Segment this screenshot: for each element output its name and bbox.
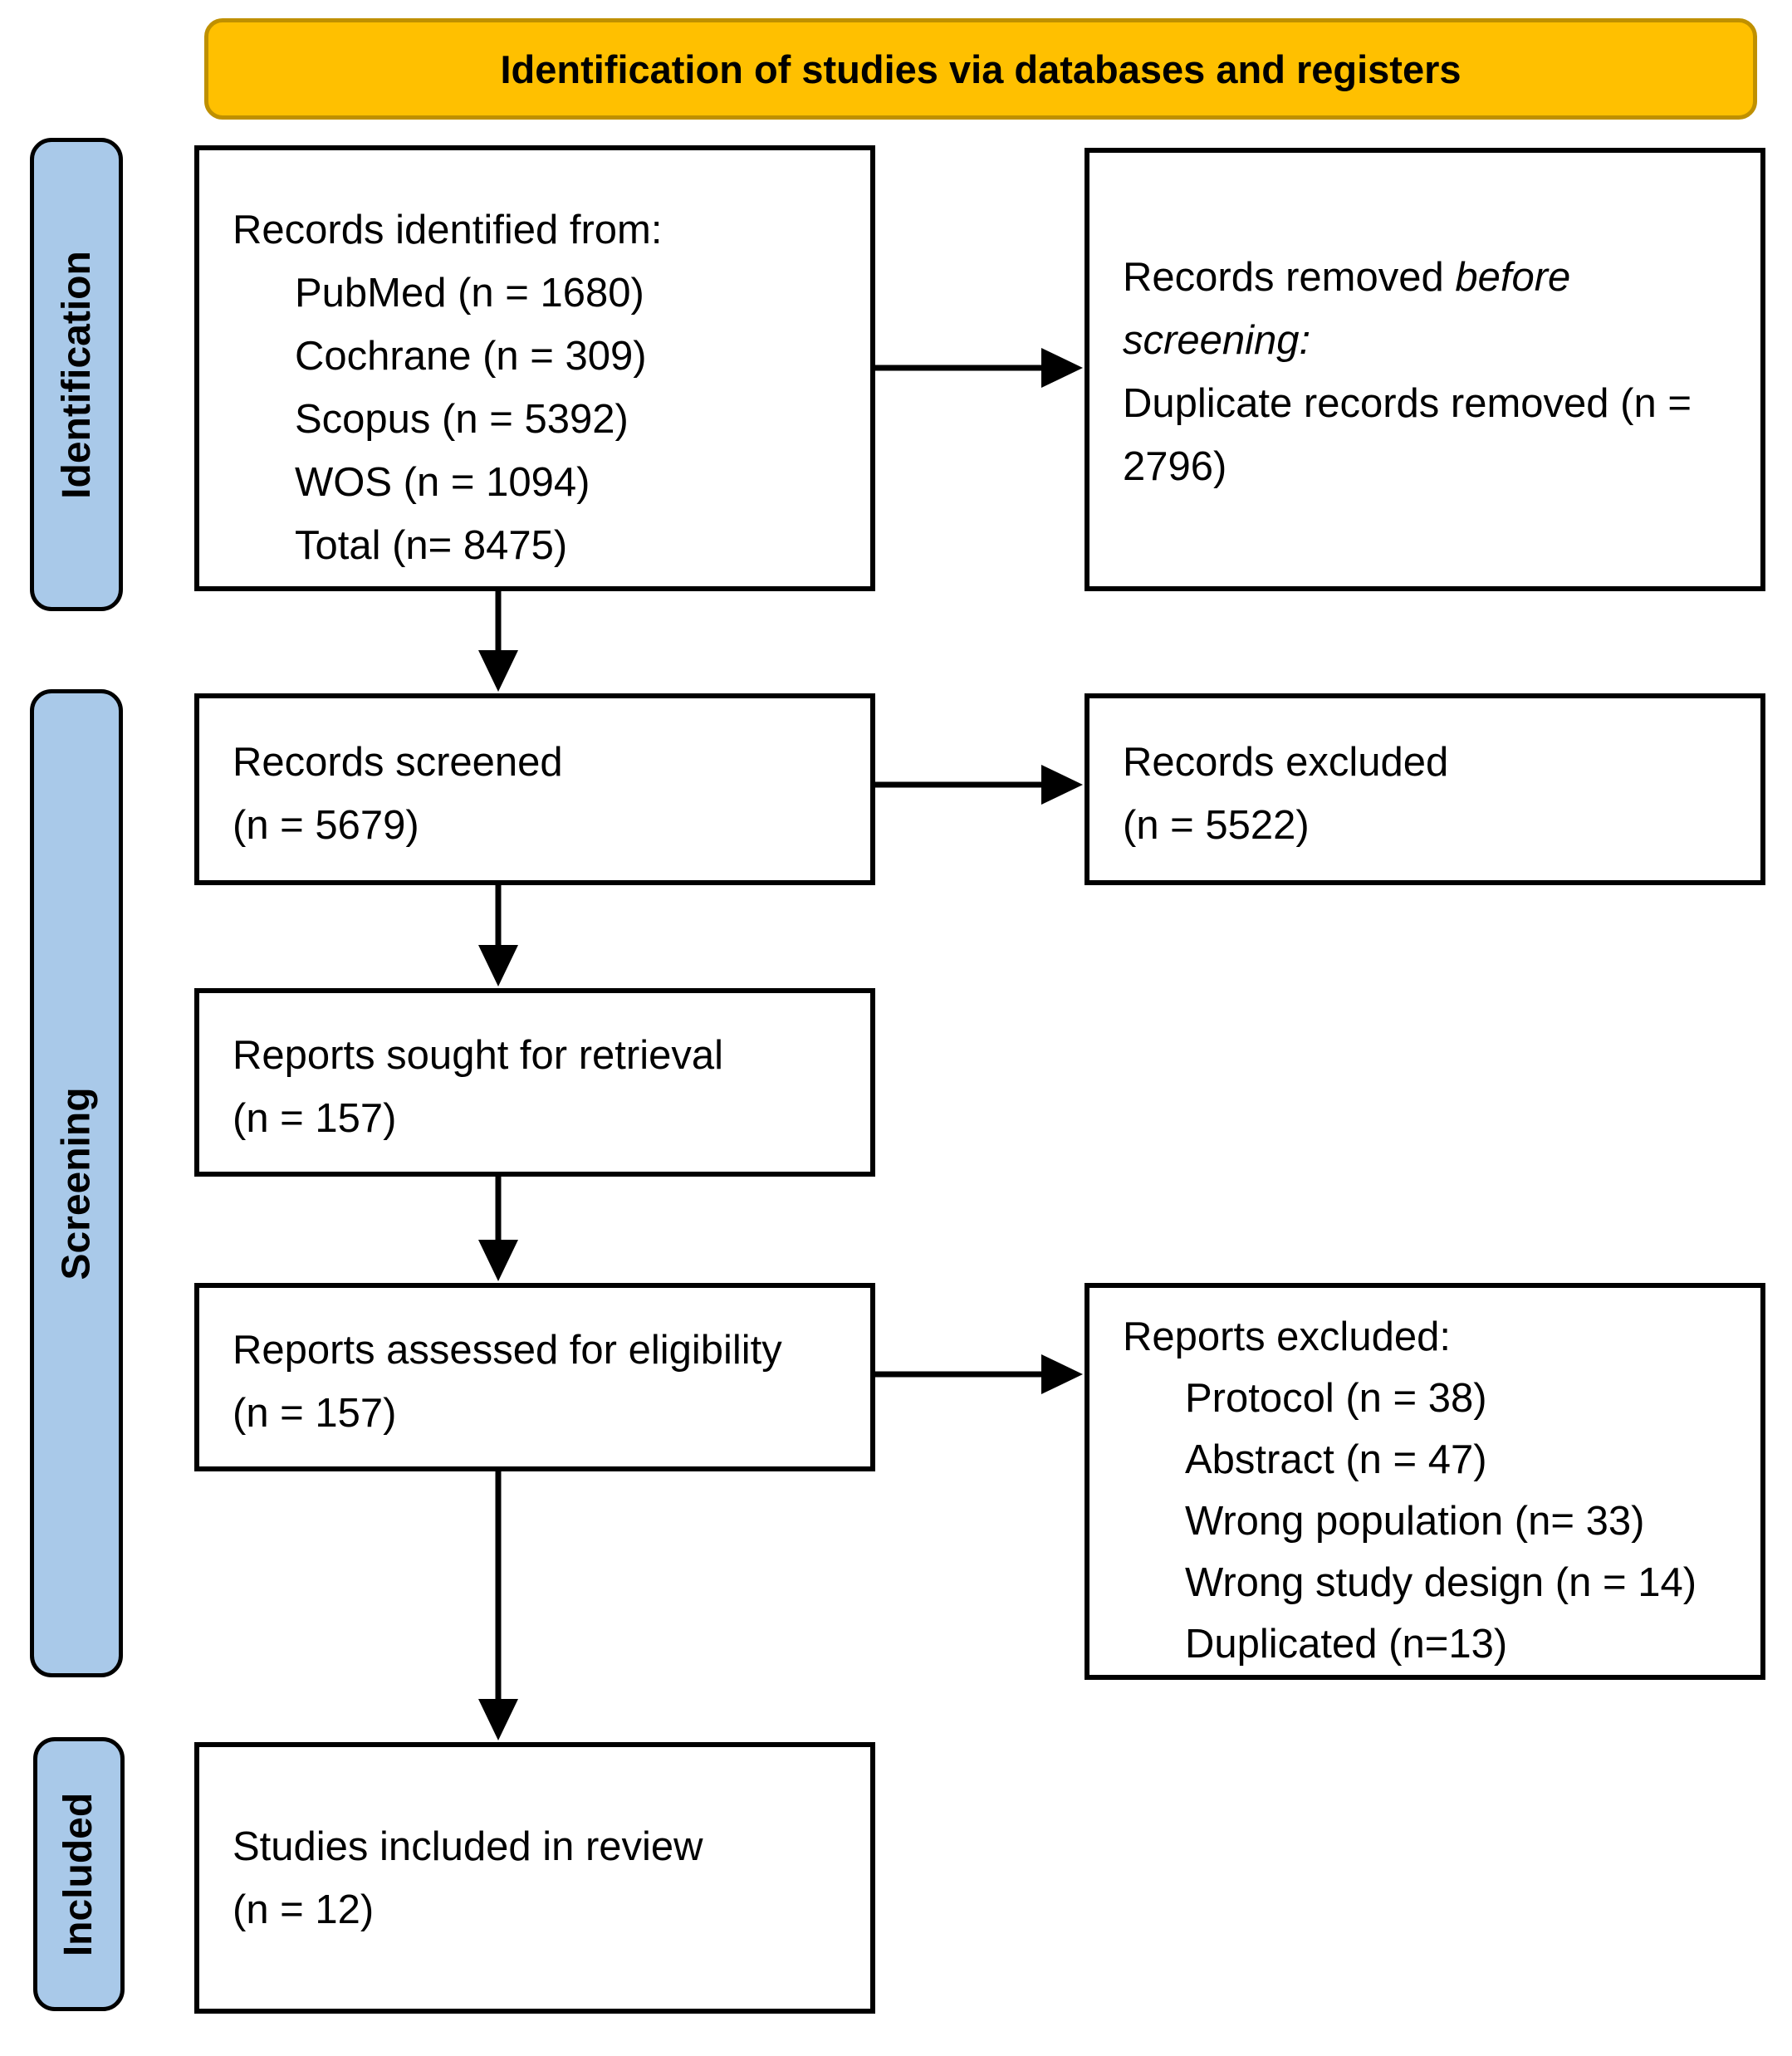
stage-identification-text: Identification: [54, 250, 99, 499]
arrow-down-icon: [478, 1471, 518, 1740]
box-studies-included: Studies included in review (n = 12): [194, 1742, 875, 2014]
studies-included-line2: (n = 12): [233, 1887, 375, 1932]
records-identified-item: PubMed (n = 1680): [295, 271, 644, 316]
banner-identification-via-databases: Identification of studies via databases …: [204, 18, 1757, 120]
stage-included-text: Included: [56, 1792, 101, 1956]
records-screened-line2: (n = 5679): [233, 802, 419, 848]
records-excluded-line2: (n = 5522): [1123, 802, 1310, 848]
reports-excluded-heading: Reports excluded:: [1123, 1314, 1451, 1359]
arrow-down-icon: [478, 1177, 518, 1281]
box-records-identified: Records identified from: PubMed (n = 168…: [194, 145, 875, 591]
box-records-removed-before-screening: Records removed before screening: Duplic…: [1085, 148, 1765, 591]
records-identified-heading: Records identified from:: [233, 208, 663, 252]
reports-excluded-item: Protocol (n = 38): [1185, 1376, 1487, 1421]
arrow-right-icon: [875, 765, 1083, 805]
stage-screening-text: Screening: [54, 1086, 99, 1280]
records-removed-detail: Duplicate records removed (n = 2796): [1123, 381, 1692, 489]
records-screened-line1: Records screened: [233, 739, 563, 785]
records-removed-text: Records removed before screening:: [1123, 246, 1717, 372]
reports-excluded-item: Wrong population (n= 33): [1185, 1499, 1645, 1544]
arrow-down-icon: [478, 591, 518, 692]
records-identified-item: Total (n= 8475): [295, 523, 568, 568]
reports-sought-line1: Reports sought for retrieval: [233, 1032, 723, 1078]
box-reports-sought: Reports sought for retrieval (n = 157): [194, 988, 875, 1177]
stage-label-included: Included: [33, 1737, 125, 2011]
arrow-down-icon: [478, 885, 518, 986]
reports-excluded-item: Duplicated (n=13): [1185, 1622, 1508, 1667]
records-identified-item: Cochrane (n = 309): [295, 334, 647, 379]
reports-excluded-item: Wrong study design (n = 14): [1185, 1560, 1697, 1605]
reports-excluded-item: Abstract (n = 47): [1185, 1437, 1487, 1482]
reports-assessed-line1: Reports assessed for eligibility: [233, 1327, 782, 1373]
reports-assessed-line2: (n = 157): [233, 1390, 397, 1436]
studies-included-line1: Studies included in review: [233, 1824, 703, 1869]
arrow-right-icon: [875, 348, 1083, 388]
records-excluded-line1: Records excluded: [1123, 739, 1449, 785]
records-removed-italic: before screening:: [1123, 255, 1571, 363]
reports-sought-line2: (n = 157): [233, 1095, 397, 1141]
stage-label-screening: Screening: [30, 689, 123, 1677]
records-identified-item: WOS (n = 1094): [295, 460, 590, 505]
banner-title: Identification of studies via databases …: [500, 47, 1462, 91]
box-reports-assessed: Reports assessed for eligibility (n = 15…: [194, 1283, 875, 1471]
box-records-excluded: Records excluded (n = 5522): [1085, 693, 1765, 885]
records-removed-prefix: Records removed: [1123, 255, 1456, 300]
stage-label-identification: Identification: [30, 138, 123, 611]
box-records-screened: Records screened (n = 5679): [194, 693, 875, 885]
arrow-right-icon: [875, 1354, 1083, 1394]
box-reports-excluded: Reports excluded: Protocol (n = 38) Abst…: [1085, 1283, 1765, 1680]
records-identified-item: Scopus (n = 5392): [295, 397, 629, 442]
